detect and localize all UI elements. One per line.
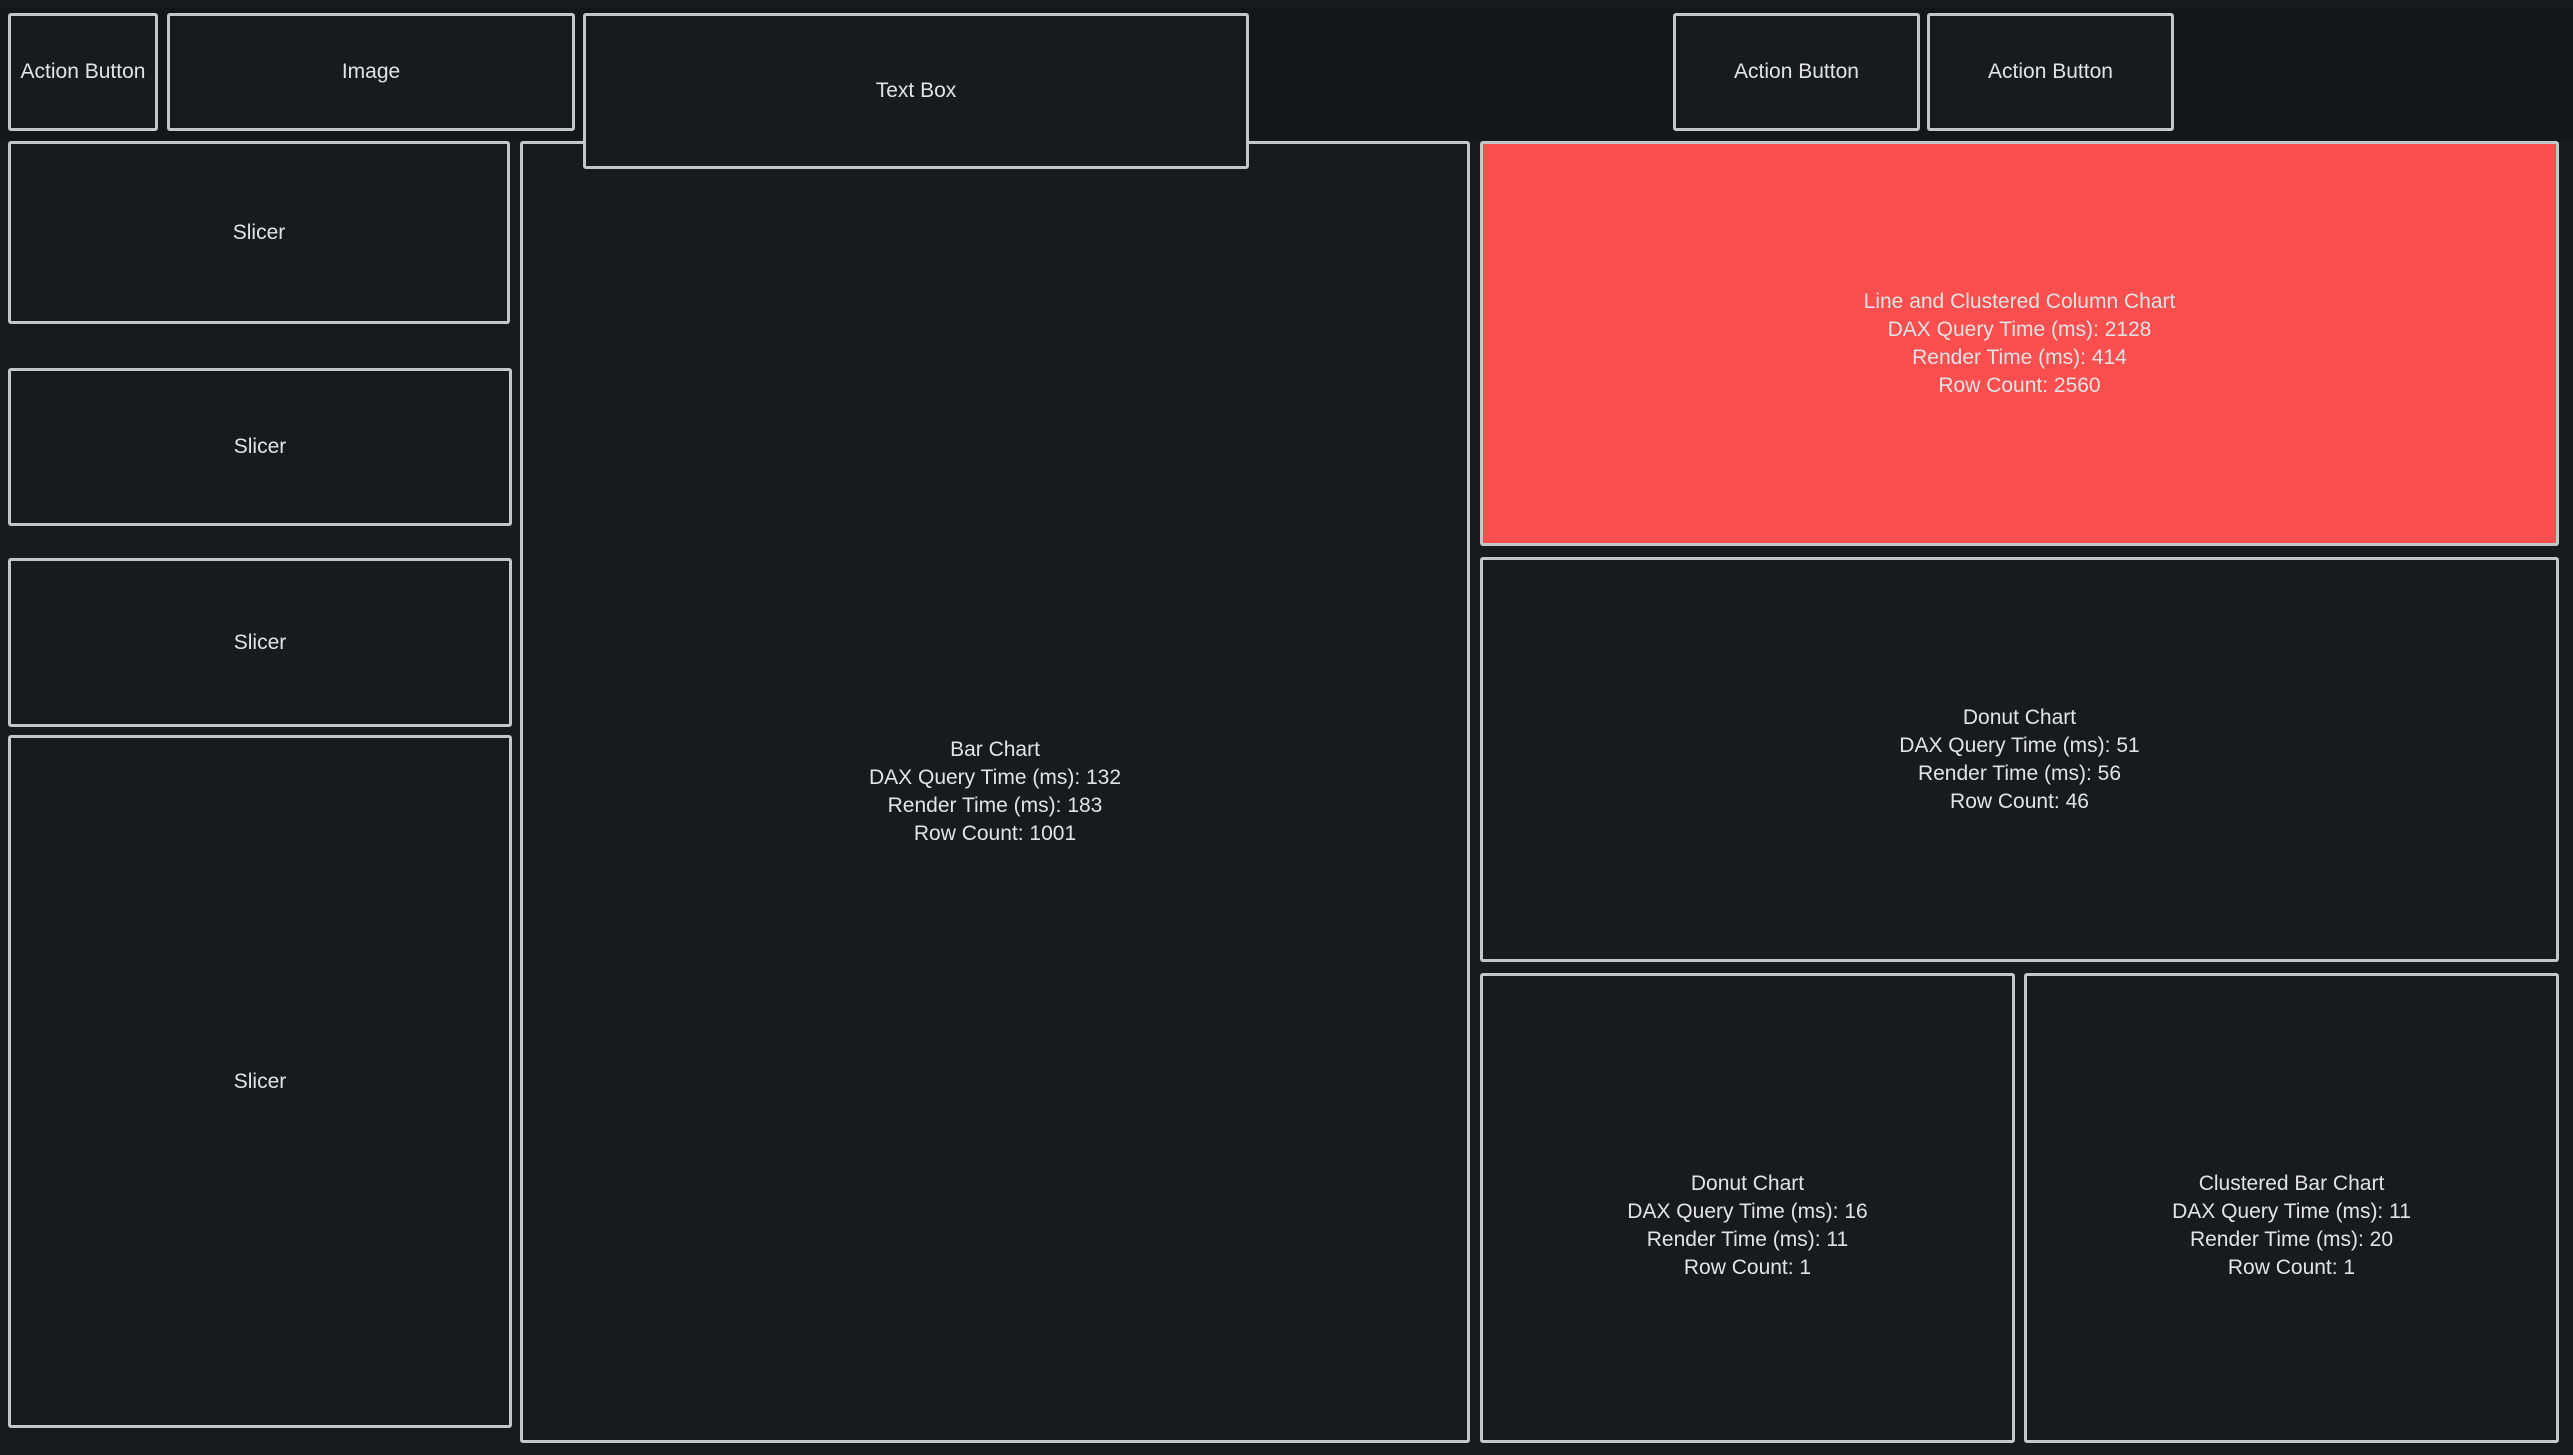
slicer[interactable]: Slicer [8, 368, 512, 526]
visual-stats: Donut Chart DAX Query Time (ms): 51 Rend… [1899, 704, 2139, 816]
slicer[interactable]: Slicer [8, 141, 510, 324]
visual-title: Bar Chart [950, 738, 1040, 761]
text-box-label: Text Box [875, 79, 957, 102]
bar-chart-visual[interactable]: Bar Chart DAX Query Time (ms): 132 Rende… [520, 141, 1470, 1443]
slicer-label: Slicer [233, 630, 287, 654]
clustered-bar-chart-visual[interactable]: Clustered Bar Chart DAX Query Time (ms):… [2024, 973, 2559, 1443]
visual-title: Donut Chart [1690, 1172, 1805, 1195]
visual-stats: Clustered Bar Chart DAX Query Time (ms):… [2172, 1170, 2411, 1282]
render-time: Render Time (ms): 11 [1646, 1228, 1849, 1251]
render-time: Render Time (ms): 414 [1912, 345, 2127, 369]
image-label: Image [341, 60, 401, 83]
donut-chart-visual[interactable]: Donut Chart DAX Query Time (ms): 51 Rend… [1480, 557, 2559, 962]
slicer[interactable]: Slicer [8, 735, 512, 1428]
render-time: Render Time (ms): 56 [1917, 761, 2122, 785]
slicer-label: Slicer [233, 435, 287, 458]
row-count: Row Count: 1001 [913, 822, 1077, 845]
image-visual[interactable]: Image [167, 13, 575, 131]
row-count: Row Count: 1 [2227, 1256, 2356, 1279]
dax-query-time: DAX Query Time (ms): 51 [1899, 733, 2140, 757]
action-button-label: Action Button [20, 60, 146, 83]
line-clustered-column-chart-visual[interactable]: Line and Clustered Column Chart DAX Quer… [1480, 141, 2559, 546]
slicer[interactable]: Slicer [8, 558, 512, 727]
dax-query-time: DAX Query Time (ms): 132 [868, 766, 1122, 789]
row-count: Row Count: 46 [1950, 789, 2089, 813]
slicer-label: Slicer [233, 1069, 287, 1093]
visual-stats: Line and Clustered Column Chart DAX Quer… [1864, 288, 2176, 400]
row-count: Row Count: 2560 [1938, 373, 2101, 397]
row-count: Row Count: 1 [1683, 1256, 1812, 1279]
dax-query-time: DAX Query Time (ms): 16 [1627, 1200, 1868, 1223]
visual-stats: Bar Chart DAX Query Time (ms): 132 Rende… [869, 736, 1121, 848]
action-button-label: Action Button [1988, 60, 2113, 83]
donut-chart-visual[interactable]: Donut Chart DAX Query Time (ms): 16 Rend… [1480, 973, 2015, 1443]
render-time: Render Time (ms): 183 [887, 794, 1103, 817]
action-button[interactable]: Action Button [8, 13, 158, 131]
action-button-label: Action Button [1734, 60, 1859, 83]
visual-title: Line and Clustered Column Chart [1863, 289, 2176, 313]
visual-title: Donut Chart [1962, 705, 2077, 729]
dax-query-time: DAX Query Time (ms): 11 [2172, 1200, 2411, 1223]
visual-stats: Donut Chart DAX Query Time (ms): 16 Rend… [1627, 1170, 1867, 1282]
dax-query-time: DAX Query Time (ms): 2128 [1887, 317, 2152, 341]
visual-title: Clustered Bar Chart [2198, 1172, 2385, 1195]
text-box[interactable]: Text Box [583, 13, 1249, 169]
action-button[interactable]: Action Button [1673, 13, 1920, 131]
render-time: Render Time (ms): 20 [2189, 1228, 2394, 1251]
slicer-label: Slicer [232, 220, 286, 244]
action-button[interactable]: Action Button [1927, 13, 2174, 131]
